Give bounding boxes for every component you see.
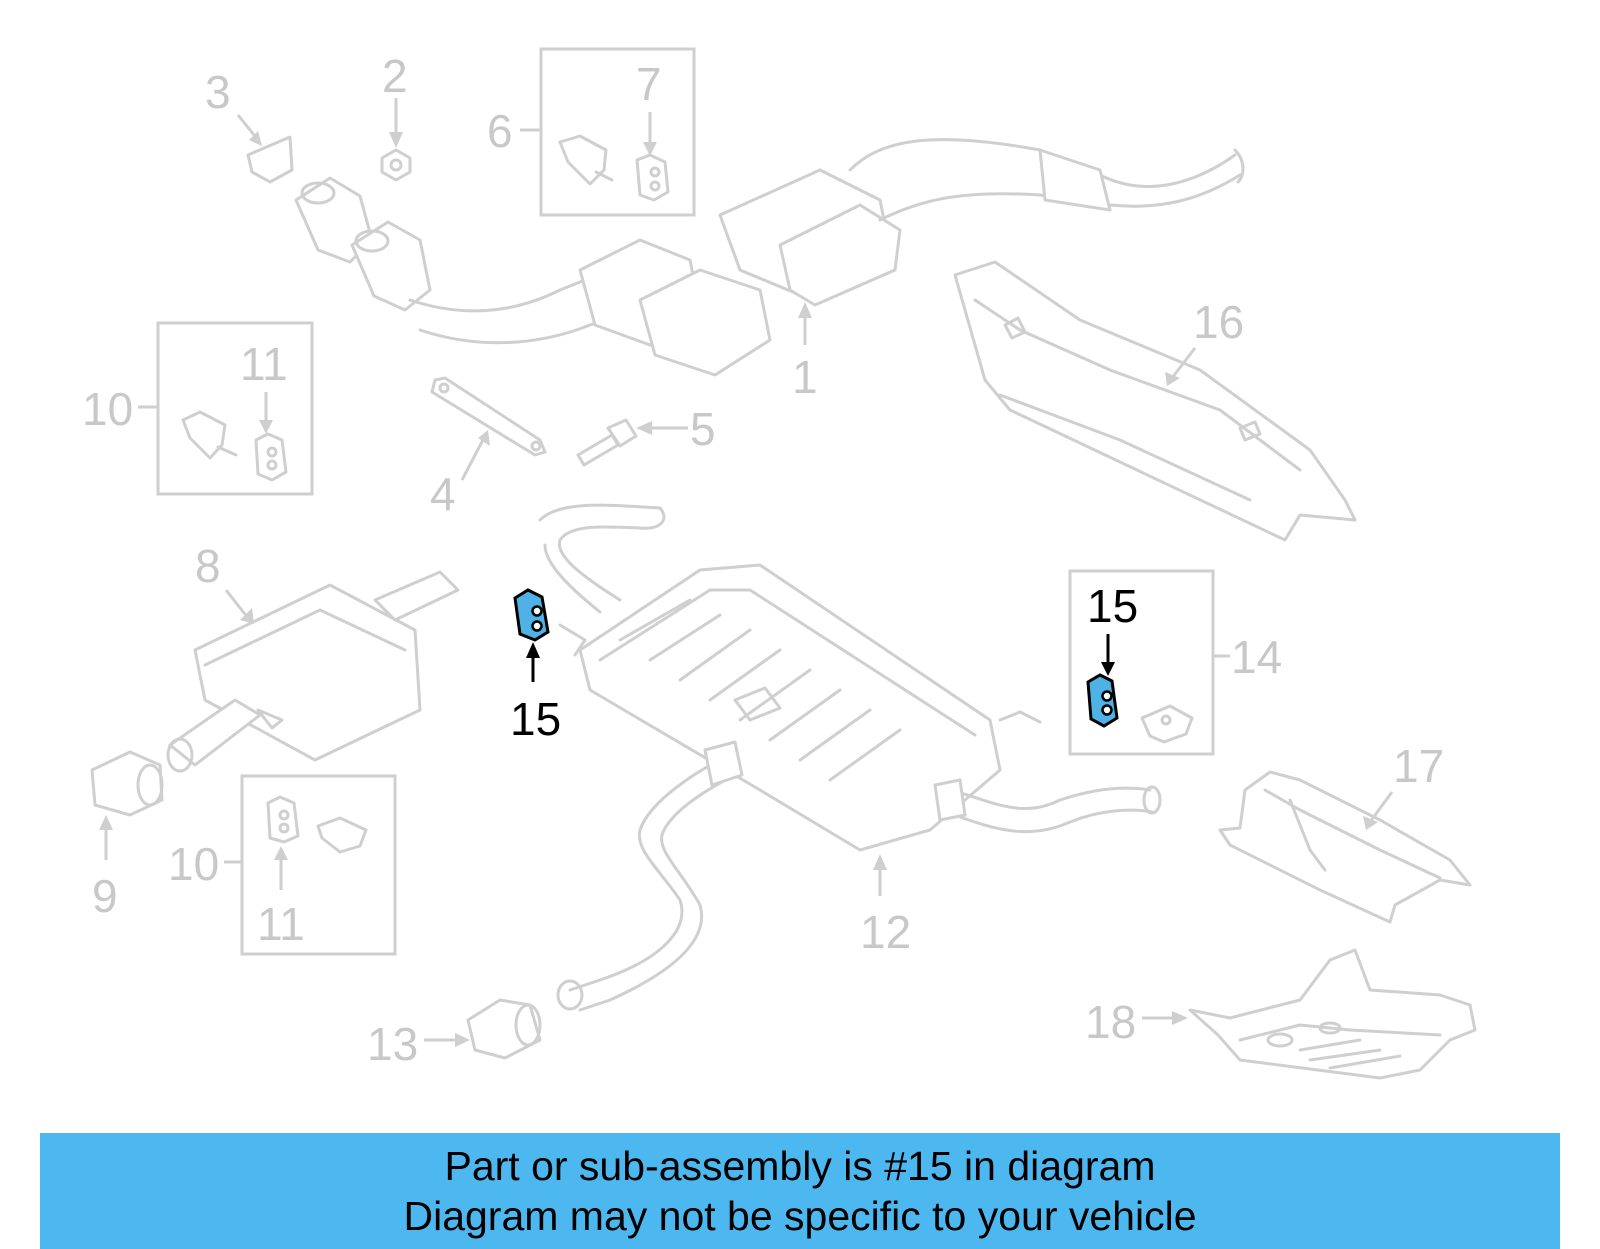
hanger-kit-box-10-top: 10 11 [82,321,314,496]
heat-shield-17: 17 [1218,740,1472,924]
hanger-kit-box-10-bottom: 10 11 [168,774,397,956]
callout-4: 4 [430,468,456,520]
callout-13: 13 [367,1018,418,1070]
callout-11-bottom: 11 [257,898,305,950]
info-banner: Part or sub-assembly is #15 in diagram D… [40,1133,1560,1249]
callout-15-left: 15 [510,693,561,745]
gasket-part: 3 [205,66,294,184]
exhaust-system-diagram: 1 2 3 4 5 6 [82,47,1477,1080]
callout-2: 2 [382,50,408,102]
callout-18: 18 [1085,996,1136,1048]
nut-part: 2 [380,50,412,182]
rear-muffler-12: 12 [538,503,1162,1012]
bracket-part: 4 [430,376,547,520]
clamp-13: 13 [367,998,542,1070]
callout-5: 5 [690,403,716,455]
callout-14: 14 [1231,631,1282,683]
heat-shield-18: 18 [1085,948,1477,1080]
center-muffler-8: 8 [166,540,460,773]
callout-17: 17 [1393,740,1444,792]
callout-6: 6 [487,105,513,157]
banner-line-1: Part or sub-assembly is #15 in diagram [444,1143,1156,1189]
bolt-part: 5 [576,403,716,467]
heat-shield-16: 16 [953,260,1357,542]
callout-3: 3 [205,66,231,118]
callout-16: 16 [1193,296,1244,348]
callout-8: 8 [195,540,221,592]
rubber-hanger-15-right [1086,673,1119,728]
callout-12: 12 [860,906,911,958]
callout-11-top: 11 [240,338,288,390]
callout-1: 1 [792,351,818,403]
callout-9: 9 [92,870,118,922]
hanger-kit-box-6: 6 7 [487,47,696,217]
rubber-hanger-15-left-group: 15 [510,588,561,745]
hanger-kit-box-14: 14 15 [1068,569,1282,756]
callout-7: 7 [636,58,662,110]
callout-10-top: 10 [82,383,133,435]
rubber-hanger-15-left [513,588,550,642]
callout-10-bottom: 10 [168,838,219,890]
callout-15-right: 15 [1087,580,1138,632]
clamp-9: 9 [90,750,164,922]
front-pipe-catalyst-assembly: 1 [294,138,1245,403]
banner-line-2: Diagram may not be specific to your vehi… [403,1193,1197,1239]
